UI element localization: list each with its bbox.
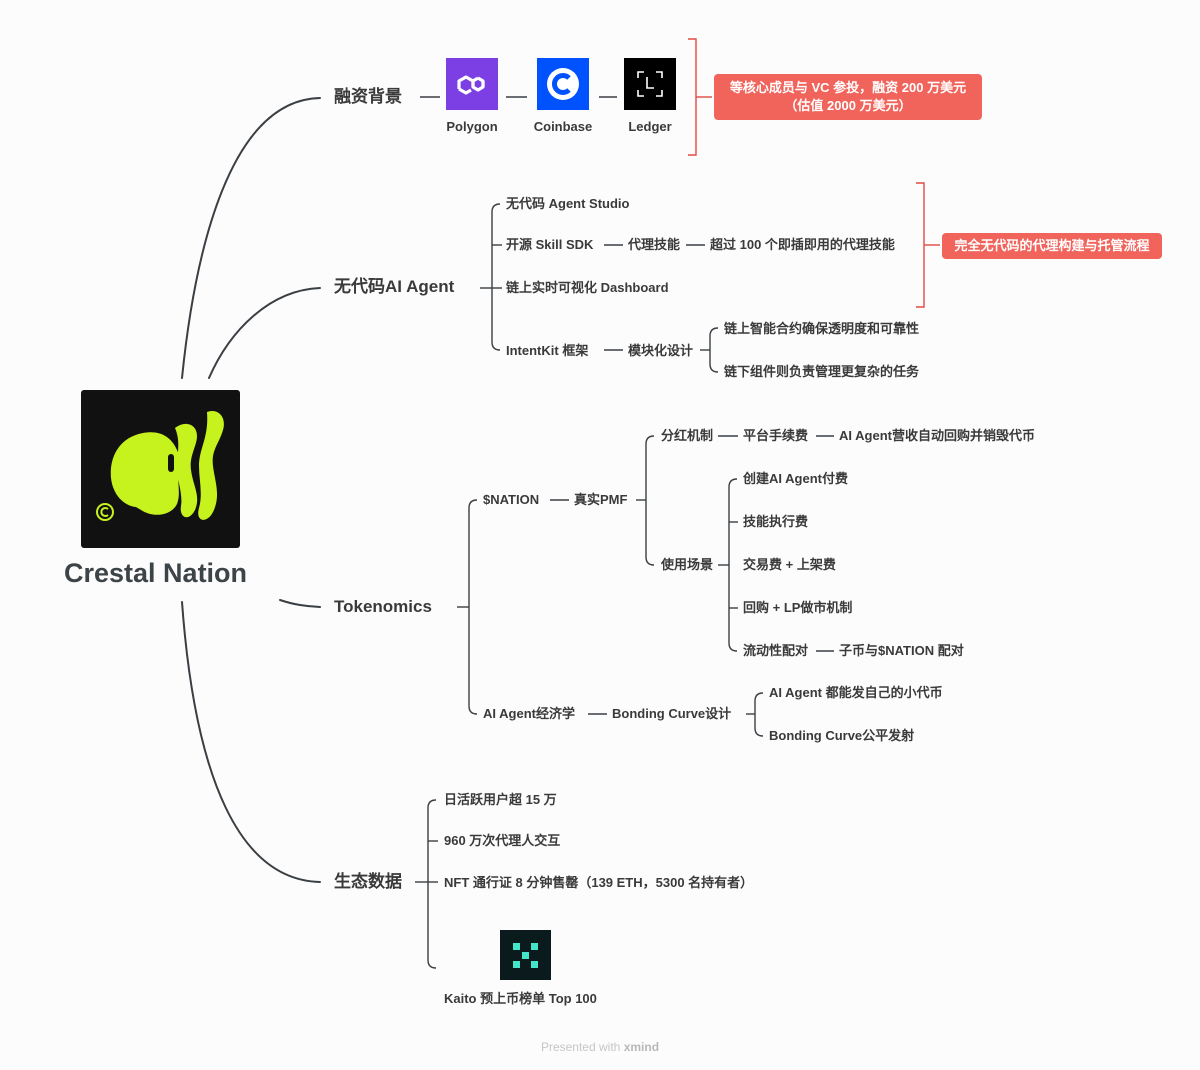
footer-credit: Presented with xmind xyxy=(0,1040,1200,1054)
topic-studio: 无代码 Agent Studio xyxy=(506,196,630,211)
topic-interactions: 960 万次代理人交互 xyxy=(444,833,561,848)
polygon-icon xyxy=(457,75,485,95)
topic-pairing: 子币与$NATION 配对 xyxy=(839,643,964,658)
ledger-icon xyxy=(637,71,663,97)
usage-item: 创建AI Agent付费 xyxy=(743,471,848,486)
root-title: Crestal Nation xyxy=(64,558,248,588)
topic-dau: 日活跃用户超 15 万 xyxy=(444,792,557,807)
footer-prefix: Presented with xyxy=(540,1040,621,1054)
funding-callout-line1: 等核心成员与 VC 参投，融资 200 万美元 xyxy=(729,80,967,95)
kaito-logo xyxy=(500,930,551,980)
usage-item: 交易费 + 上架费 xyxy=(743,557,836,572)
investor-ledger: Ledger xyxy=(628,119,672,134)
coinbase-logo xyxy=(537,58,589,110)
topic-kaito: Kaito 预上币榜单 Top 100 xyxy=(444,991,597,1006)
branch-tokenomics: Tokenomics xyxy=(334,597,432,616)
topic-intentkit: IntentKit 框架 xyxy=(506,343,589,358)
branch-funding: 融资背景 xyxy=(334,87,402,106)
crestal-logo xyxy=(81,390,240,548)
topic-onchain-contracts: 链上智能合约确保透明度和可靠性 xyxy=(724,321,920,336)
crestal-face-icon xyxy=(96,410,224,521)
topic-own-token: AI Agent 都能发自己的小代币 xyxy=(769,685,943,700)
topic-offchain-components: 链下组件则负责管理更复杂的任务 xyxy=(724,364,920,379)
funding-callout: 等核心成员与 VC 参投，融资 200 万美元 （估值 2000 万美元） xyxy=(714,74,982,120)
topic-modular: 模块化设计 xyxy=(628,343,694,358)
investor-coinbase: Coinbase xyxy=(533,119,593,134)
usage-item: 流动性配对 xyxy=(743,643,809,658)
topic-agent-skill: 代理技能 xyxy=(628,237,681,252)
kaito-icon xyxy=(513,943,538,968)
topic-bonding-curve: Bonding Curve设计 xyxy=(612,706,732,721)
topic-nft-pass: NFT 通行证 8 分钟售罄（139 ETH，5300 名持有者） xyxy=(444,875,754,890)
investor-polygon: Polygon xyxy=(446,119,498,134)
topic-dashboard: 链上实时可视化 Dashboard xyxy=(506,280,669,295)
branch-nocode: 无代码AI Agent xyxy=(334,277,455,296)
nocode-callout: 完全无代码的代理构建与托管流程 xyxy=(942,233,1162,259)
topic-skill-sdk: 开源 Skill SDK xyxy=(506,237,594,252)
funding-callout-line2: （估值 2000 万美元） xyxy=(784,98,912,113)
ledger-logo xyxy=(624,58,676,110)
topic-fair-launch: Bonding Curve公平发射 xyxy=(769,728,915,743)
branch-ecosystem: 生态数据 xyxy=(334,872,402,891)
topic-buyback-burn: AI Agent营收自动回购并销毁代币 xyxy=(839,428,1035,443)
topic-agent-economics: AI Agent经济学 xyxy=(483,706,575,721)
topic-real-pmf: 真实PMF xyxy=(574,492,628,507)
polygon-logo xyxy=(446,58,498,110)
topic-platform-fee: 平台手续费 xyxy=(743,428,809,443)
topic-usage: 使用场景 xyxy=(661,557,714,572)
topic-nation-token: $NATION xyxy=(483,492,540,507)
topic-dividend: 分红机制 xyxy=(661,428,714,443)
topic-skill-detail: 超过 100 个即插即用的代理技能 xyxy=(710,237,895,252)
usage-item: 回购 + LP做市机制 xyxy=(743,600,853,615)
usage-item: 技能执行费 xyxy=(743,514,809,529)
coinbase-icon xyxy=(547,68,579,100)
footer-brand: xmind xyxy=(623,1040,660,1054)
